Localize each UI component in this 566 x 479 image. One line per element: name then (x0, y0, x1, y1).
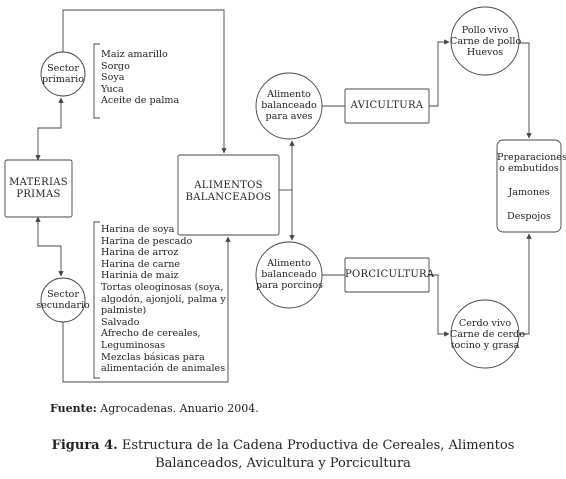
caption-label: Figura 4. (51, 438, 118, 453)
secundario-list-item: alimentación de animales (101, 363, 226, 375)
preparaciones-box (496, 139, 562, 233)
primario-to-alimentos-connector (62, 9, 227, 154)
secundario-list-item: Harinia de maiz (101, 270, 179, 282)
pollo-to-preparaciones-connector (519, 42, 532, 139)
secundario-list-item: Harina de arroz (101, 247, 179, 259)
primario-list-item: Aceite de palma (101, 95, 180, 107)
secundario-list-item: algodón, ajonjolí, palma y (101, 293, 226, 305)
primario-list-item: Yuca (101, 83, 124, 95)
secundario-list-item: Leguminosas (101, 339, 166, 351)
caption-line-1: Figura 4. Estructura de la Cadena Produc… (51, 438, 515, 453)
secundario-list-item: Harina de soya (101, 224, 175, 235)
secundario-list-item: Salvado (101, 316, 140, 328)
secundario-list-item: Harina de pescado (101, 235, 193, 247)
secundario-list-item: Tortas oleoginosas (soya, (101, 281, 224, 293)
primario-list-item: Soya (101, 72, 125, 84)
figure-caption: Figura 4. Estructura de la Cadena Produc… (0, 437, 566, 473)
alimento-porcinos-label: Alimento balanceado para porcinos (256, 258, 324, 291)
primario-list-item: Maiz amarillo (101, 49, 168, 60)
source-text: Agrocadenas. Anuario 2004. (96, 402, 259, 415)
secundario-to-alimentos-connector (62, 236, 231, 383)
sector-primario-label: Sector primario (41, 63, 85, 85)
secundario-list-item: Mezclas básicas para (101, 351, 205, 363)
source-note: Fuente: Agrocadenas. Anuario 2004. (50, 402, 259, 415)
primario-list-item: Sorgo (101, 60, 130, 72)
avicultura-label: AVICULTURA (350, 100, 424, 111)
preparaciones-label: Preparaciones o embutidos Jamones Despoj… (497, 152, 566, 222)
porcicultura-to-cerdo-connector (429, 274, 450, 337)
cerdo-to-preparaciones-connector (519, 233, 532, 335)
source-label: Fuente: (50, 402, 97, 415)
porcicultura-label: PORCICULTURA (345, 269, 435, 280)
sector-secundario-label: Sector secundario (36, 289, 90, 311)
secundario-list-item: Harina de carne (101, 258, 181, 270)
avicultura-to-pollo-connector (429, 39, 450, 107)
alimentos-balanceados-label: ALIMENTOS BALANCEADOS (185, 180, 272, 203)
materias-to-primario-connector (35, 97, 64, 161)
alimentos-balanceados-box (177, 154, 280, 236)
pollo-vivo-node (450, 6, 520, 76)
secundario-bracket (93, 221, 100, 379)
alimento-aves-label: Alimento balanceado para aves (261, 89, 317, 122)
secundario-list-item: palmiste) (101, 305, 147, 317)
cerdo-vivo-label: Cerdo vivo Carne de cerdo tocino y grasa (450, 318, 525, 351)
materias-to-secundario-connector (35, 216, 64, 277)
pollo-vivo-label: Pollo vivo Carne de pollo Huevos (450, 25, 522, 58)
secundario-list-item: Afrecho de cereales, (101, 328, 201, 340)
primario-bracket (93, 43, 100, 119)
materias-primas-label: MATERIAS PRIMAS (9, 177, 68, 200)
caption-line-2: Balanceados, Avicultura y Porcicultura (155, 456, 411, 471)
